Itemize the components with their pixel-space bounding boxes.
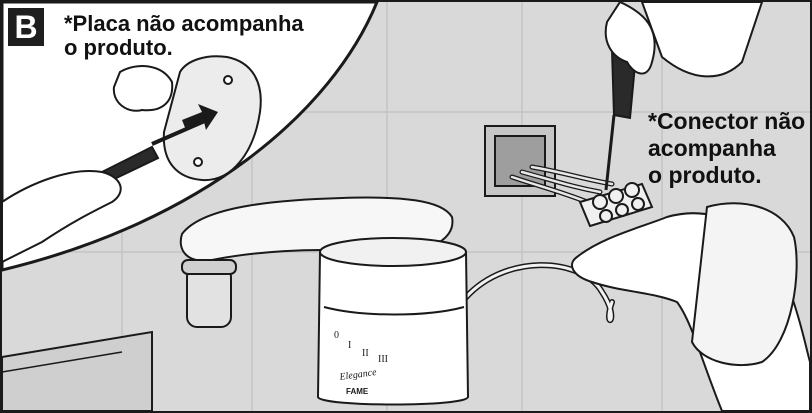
heater-maker: FAME xyxy=(346,387,369,396)
wall-unit xyxy=(690,202,798,366)
connector-note-line-3: o produto. xyxy=(648,162,762,188)
step-badge: B xyxy=(8,8,44,46)
plate-note-line-2: o produto. xyxy=(64,35,173,60)
heater-mark-3: III xyxy=(378,354,388,365)
countertop xyxy=(2,330,153,411)
heater-mark-0: 0 xyxy=(334,330,339,341)
connector-note-line-2: acompanha xyxy=(648,135,776,161)
inset-arrow xyxy=(182,104,218,130)
upper-hand xyxy=(604,2,764,78)
plate-note-line-1: *Placa não acompanha xyxy=(64,11,304,36)
heater-mark-1: I xyxy=(348,340,351,351)
heater-mark-2: II xyxy=(362,348,369,359)
terminal-connector xyxy=(578,182,654,228)
wall-electrical-box xyxy=(484,125,556,197)
connector-note-line-1: *Conector não xyxy=(648,108,806,134)
inset-lower-hand xyxy=(2,170,122,264)
heater-body xyxy=(316,237,470,406)
inset-upper-hand xyxy=(112,65,174,112)
plate-note: *Placa não acompanha o produto. xyxy=(64,12,304,60)
connector-note: *Conector não acompanha o produto. xyxy=(648,108,805,189)
heater-brand: Elegance xyxy=(338,367,378,383)
